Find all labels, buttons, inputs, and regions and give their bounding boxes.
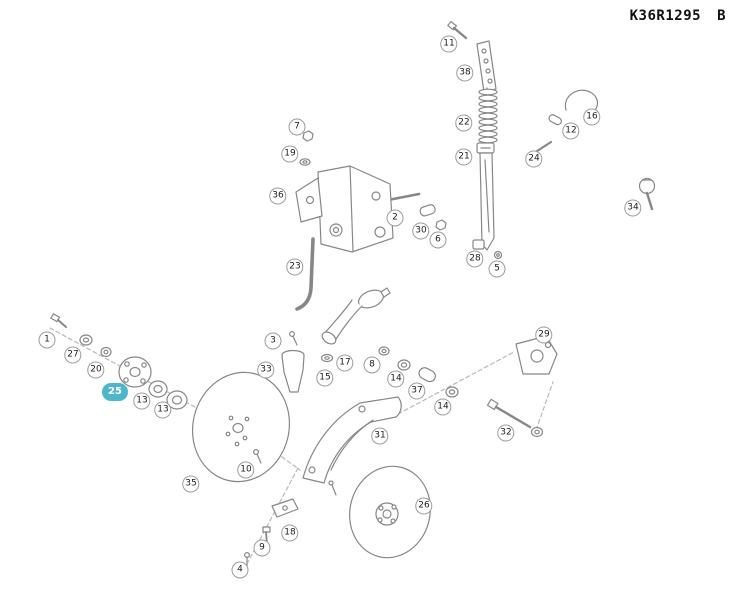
part-rod-23 (295, 237, 315, 311)
part-plate-18 (271, 498, 299, 518)
callout-13[interactable]: 13 (133, 392, 151, 410)
part-hub-25 (118, 356, 152, 388)
part-bushing-37 (418, 367, 436, 383)
part-tube-17 (321, 287, 391, 345)
part-bushing-30 (419, 204, 436, 217)
callout-2[interactable]: 2 (386, 209, 404, 227)
part-bracket-36 (295, 165, 394, 253)
part-bearing-13a (148, 380, 168, 398)
callout-36[interactable]: 36 (269, 187, 287, 205)
callout-5[interactable]: 5 (488, 260, 506, 278)
callout-20[interactable]: 20 (87, 361, 105, 379)
part-shank (479, 152, 495, 251)
callout-1[interactable]: 1 (38, 331, 56, 349)
callout-26[interactable]: 26 (415, 497, 433, 515)
part-bolt-32 (486, 398, 544, 438)
callout-17[interactable]: 17 (336, 354, 354, 372)
callout-9[interactable]: 9 (253, 539, 271, 557)
part-bolt-10 (253, 449, 262, 464)
callout-28[interactable]: 28 (466, 250, 484, 268)
callout-24[interactable]: 24 (525, 150, 543, 168)
callout-21[interactable]: 21 (455, 148, 473, 166)
callout-29[interactable]: 29 (535, 326, 553, 344)
callout-27[interactable]: 27 (64, 346, 82, 364)
drawing-revision: B (717, 8, 726, 24)
part-washer-20 (100, 346, 112, 358)
part-bolt-1 (50, 313, 67, 328)
drawing-code: K36R1295 (629, 8, 702, 24)
part-nut-5 (493, 250, 503, 260)
part-cap-27 (79, 334, 93, 346)
callout-18[interactable]: 18 (281, 524, 299, 542)
part-disc-26 (349, 465, 431, 559)
callout-25[interactable]: 25 (102, 383, 128, 401)
part-pin-12 (548, 114, 562, 126)
callout-14-2[interactable]: 14 (434, 398, 452, 416)
callout-7[interactable]: 7 (288, 118, 306, 136)
part-washer-19 (299, 158, 311, 166)
callout-32[interactable]: 32 (497, 424, 515, 442)
callout-8[interactable]: 8 (363, 356, 381, 374)
callout-19[interactable]: 19 (281, 145, 299, 163)
part-bracket-28 (472, 239, 485, 250)
part-scraper-31 (302, 396, 402, 496)
part-lynchpin-34 (638, 177, 656, 211)
callout-35[interactable]: 35 (182, 475, 200, 493)
drawing-header: K36R1295 B (630, 8, 726, 24)
part-disc-35 (191, 371, 291, 483)
callout-22[interactable]: 22 (455, 114, 473, 132)
callout-10[interactable]: 10 (237, 461, 255, 479)
part-bracket-29 (515, 335, 558, 375)
callout-4[interactable]: 4 (231, 561, 249, 579)
part-ring-14b (445, 386, 459, 398)
part-bolt-3 (289, 331, 298, 346)
callout-15[interactable]: 15 (316, 369, 334, 387)
callout-12[interactable]: 12 (562, 122, 580, 140)
callout-37[interactable]: 37 (408, 382, 426, 400)
part-bar-38 (476, 40, 497, 93)
callout-16[interactable]: 16 (583, 108, 601, 126)
callout-33[interactable]: 33 (257, 361, 275, 379)
callout-3[interactable]: 3 (264, 332, 282, 350)
callout-23[interactable]: 23 (286, 258, 304, 276)
callout-11[interactable]: 11 (440, 35, 458, 53)
callout-30[interactable]: 30 (412, 222, 430, 240)
callout-38[interactable]: 38 (456, 64, 474, 82)
part-bearing-13b (166, 390, 188, 410)
callout-6[interactable]: 6 (429, 231, 447, 249)
part-seal-15 (320, 353, 334, 363)
callout-34[interactable]: 34 (624, 199, 642, 217)
callout-13-2[interactable]: 13 (154, 401, 172, 419)
part-bolt-11 (447, 20, 468, 40)
part-nut-6 (435, 219, 447, 231)
part-nut-7 (302, 130, 314, 142)
part-ring-14a (397, 359, 411, 371)
callout-14[interactable]: 14 (387, 370, 405, 388)
part-boot-33 (281, 349, 305, 393)
part-ring-8 (378, 346, 390, 356)
callout-31[interactable]: 31 (371, 427, 389, 445)
part-spring-22 (478, 87, 498, 144)
